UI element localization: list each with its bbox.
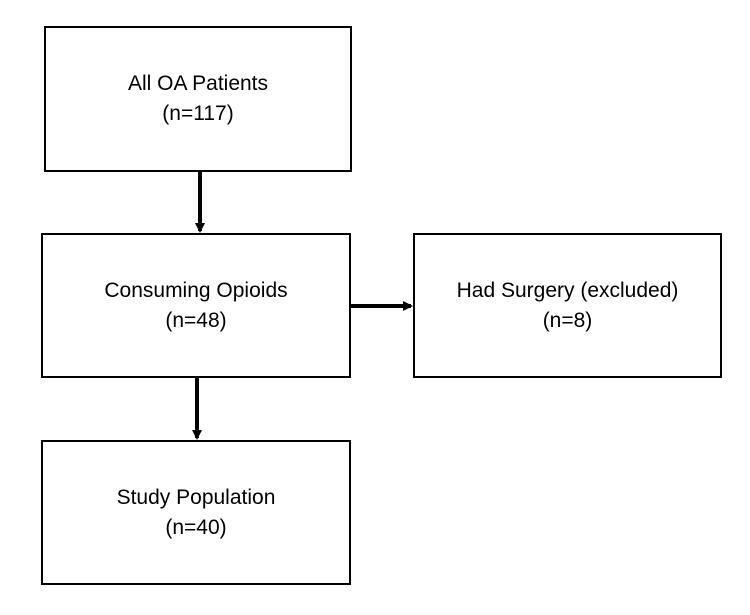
box-all-oa-patients: All OA Patients (n=117) [44, 26, 352, 172]
box-consuming-opioids-label: Consuming Opioids [104, 278, 288, 302]
box-consuming-opioids-count: (n=48) [165, 308, 227, 332]
box-all-oa-patients-label: All OA Patients [127, 72, 269, 95]
box-all-oa-patients-count: (n=117) [162, 102, 234, 125]
box-study-population: Study Population (n=40) [41, 440, 351, 585]
box-study-population-count: (n=40) [165, 515, 227, 539]
box-consuming-opioids: Consuming Opioids (n=48) [41, 233, 351, 378]
box-had-surgery-label: Had Surgery (excluded) [456, 278, 679, 302]
box-had-surgery-excluded: Had Surgery (excluded) (n=8) [413, 233, 722, 378]
box-had-surgery-count: (n=8) [542, 308, 593, 332]
box-study-population-label: Study Population [116, 485, 276, 509]
